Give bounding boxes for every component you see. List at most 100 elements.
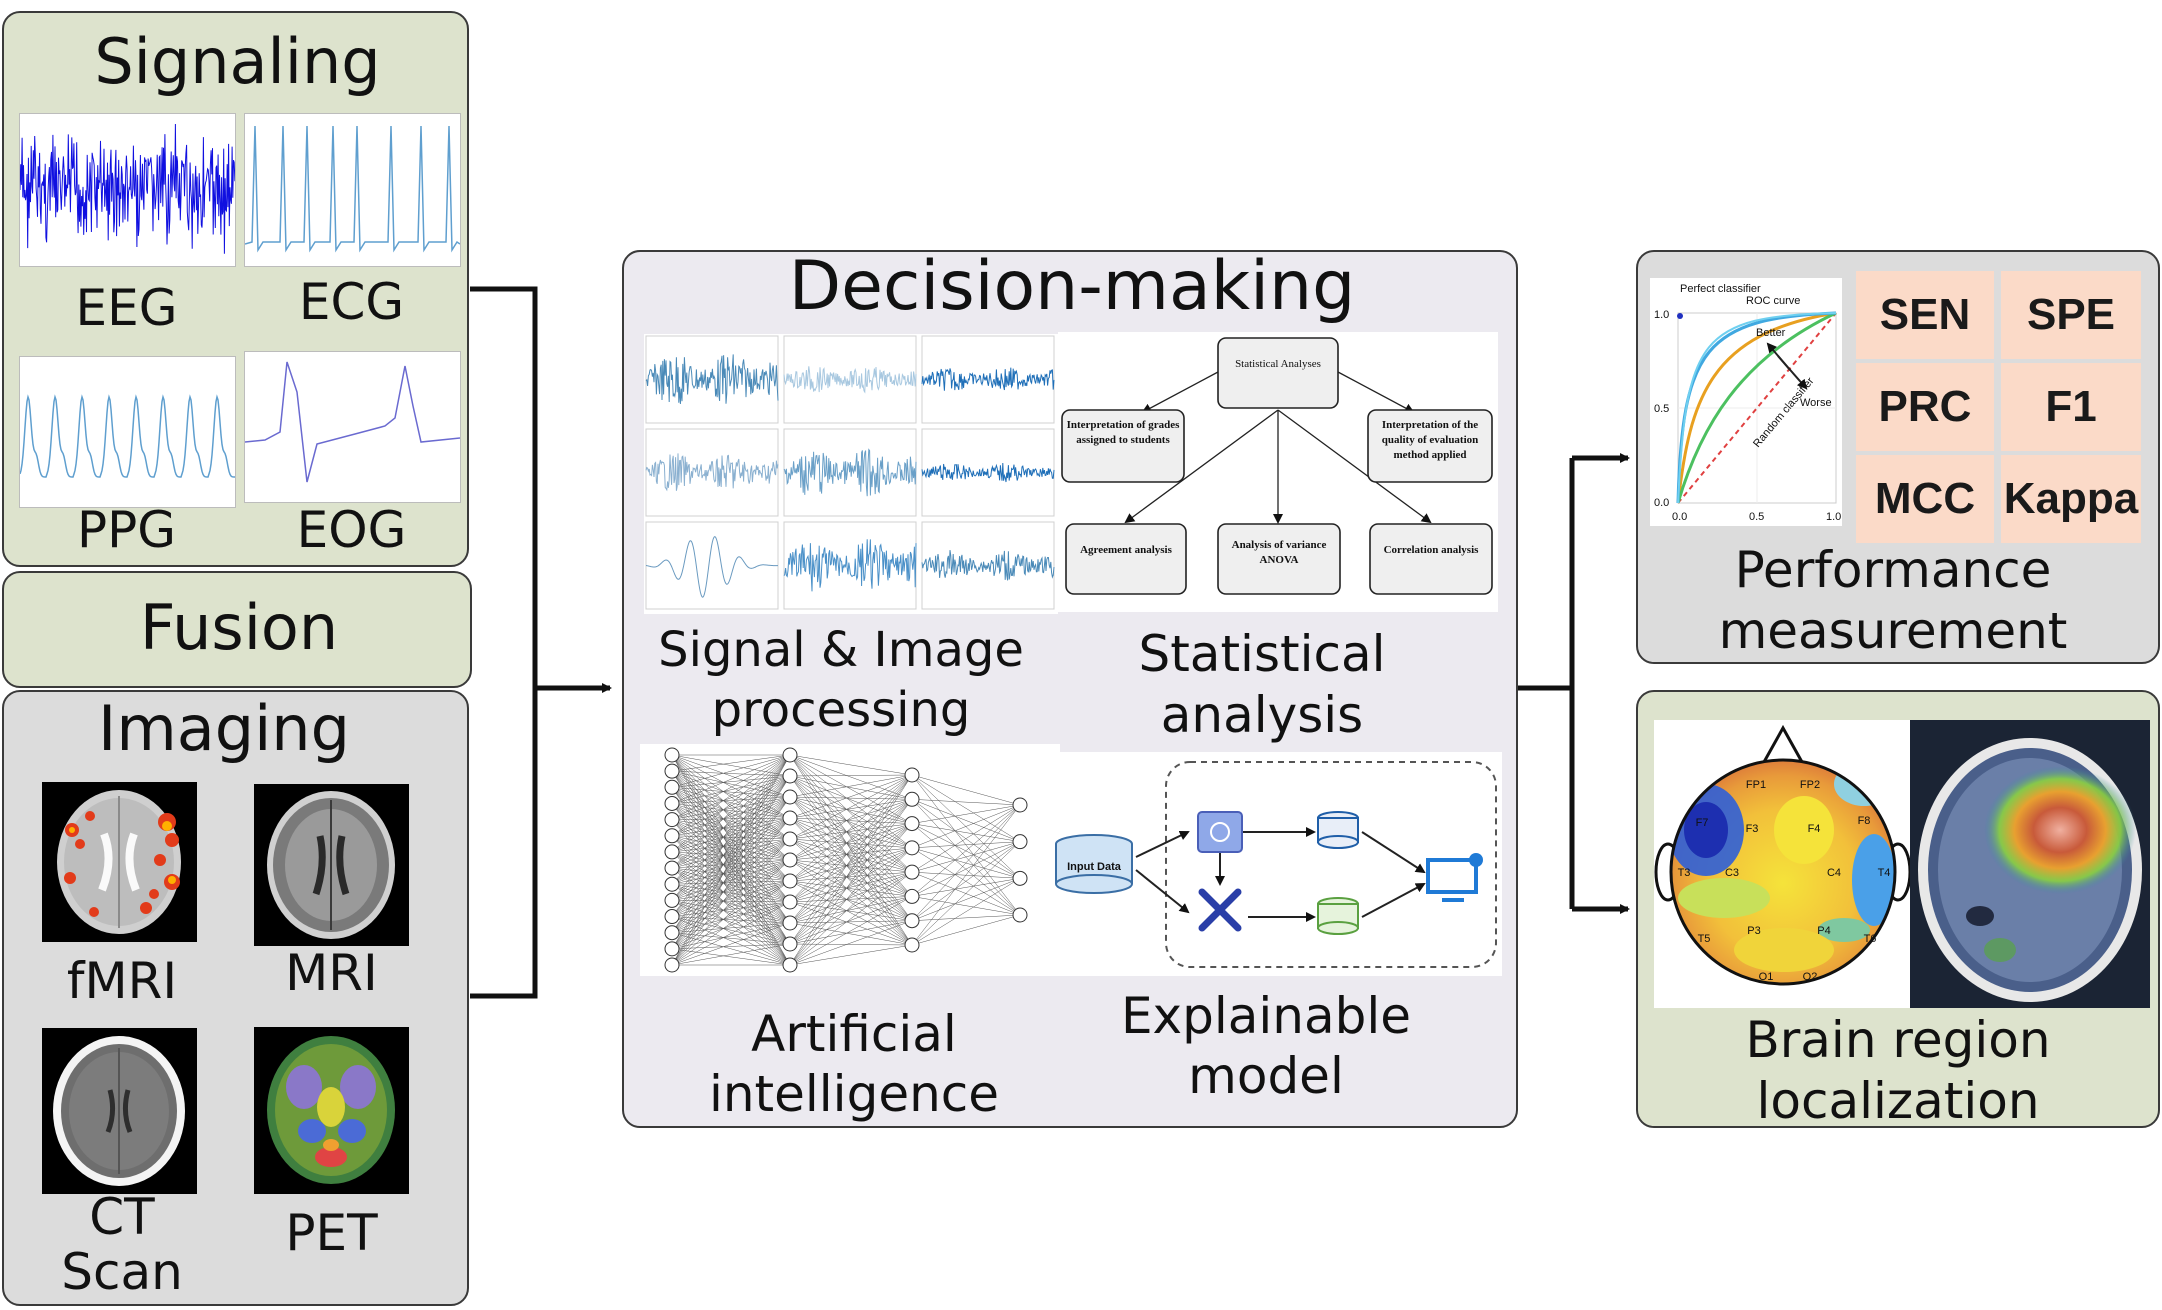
nn-edge	[911, 804, 1021, 897]
nn-edge	[671, 819, 791, 924]
nn-edge	[671, 835, 791, 945]
nn-edge	[789, 871, 913, 945]
nn-edge	[911, 878, 1021, 897]
statistical-analysis-diagram: Statistical Analyses Interpretation of g…	[1058, 332, 1498, 612]
nn-edge	[789, 774, 913, 819]
nn-edge	[671, 851, 791, 861]
nn-edge	[671, 817, 791, 885]
nn-edge	[671, 880, 791, 933]
nn-edge	[789, 817, 913, 921]
nn-node	[782, 957, 798, 973]
nn-edge	[671, 787, 791, 882]
nn-node	[782, 768, 798, 784]
nn-edge	[671, 754, 791, 836]
stat-left-mid-text: Interpretation of grades assigned to stu…	[1066, 419, 1180, 446]
nn-edge	[671, 867, 791, 966]
nn-edge	[789, 775, 913, 849]
nn-edge	[671, 796, 791, 837]
nn-edge	[671, 838, 791, 966]
nn-edge	[789, 896, 913, 966]
nn-edge	[671, 775, 791, 901]
nn-edge	[671, 796, 791, 804]
nn-edge	[789, 838, 913, 873]
nn-edge	[789, 754, 913, 800]
artificial-intelligence-label: Artificial intelligence	[708, 1005, 1000, 1123]
nn-edge	[789, 775, 913, 897]
nn-edge	[671, 787, 791, 819]
stat-correlation-text: Correlation analysis	[1383, 544, 1479, 556]
nn-edge	[789, 775, 913, 800]
nn-node	[904, 791, 920, 807]
nn-node	[664, 860, 680, 876]
fmri-scan	[42, 782, 197, 942]
nn-node	[782, 894, 798, 910]
ecg-waveform	[244, 113, 461, 267]
signal-tile-trace-3	[645, 453, 779, 492]
nn-edge	[789, 774, 913, 840]
nn-edge	[789, 901, 913, 921]
nn-edge	[671, 948, 791, 966]
nn-edge	[671, 900, 791, 945]
ppg-label: PPG	[76, 501, 177, 559]
nn-edge	[789, 796, 913, 897]
nn-edge	[789, 847, 913, 861]
nn-edge	[671, 775, 791, 949]
nn-edge	[671, 754, 791, 901]
nn-edge	[671, 835, 791, 903]
nn-edge	[671, 770, 791, 903]
nn-edge	[671, 771, 791, 966]
nn-edge	[789, 847, 913, 924]
nn-edge	[671, 775, 791, 820]
nn-node	[664, 941, 680, 957]
nn-node	[664, 892, 680, 908]
nn-node	[782, 873, 798, 889]
nn-edge	[671, 859, 791, 917]
nn-edge	[671, 835, 791, 840]
nn-edge	[911, 914, 1021, 946]
nn-edge	[671, 867, 791, 882]
metric-f1: F1	[2001, 363, 2141, 451]
nn-node	[904, 888, 920, 904]
nn-edge	[671, 901, 791, 933]
nn-edge	[671, 787, 791, 840]
nn-edge	[789, 796, 913, 873]
nn-node	[664, 779, 680, 795]
nn-edge	[671, 884, 791, 966]
roc-worse-text: Worse	[1800, 397, 1832, 409]
nn-edge	[789, 838, 913, 921]
nn-edge	[789, 754, 913, 873]
nn-edge	[671, 770, 791, 777]
nn-edge	[789, 922, 913, 946]
nn-node	[1012, 907, 1028, 923]
nn-edge	[789, 880, 913, 946]
nn-edge	[789, 871, 913, 924]
nn-edge	[671, 932, 791, 945]
signal-tile-trace-2	[921, 367, 1055, 391]
nn-edge	[789, 880, 913, 921]
nn-edge	[671, 796, 791, 917]
nn-edge	[671, 787, 791, 798]
nn-edge	[789, 775, 913, 824]
nn-edge	[789, 896, 913, 945]
signal-image-processing-label: Signal & Image processing	[658, 622, 1024, 738]
nn-edge	[671, 770, 791, 840]
nn-edge	[671, 851, 791, 945]
ppg-waveform	[19, 356, 236, 508]
nn-edge	[671, 883, 791, 924]
nn-edge	[671, 775, 791, 836]
nn-edge	[671, 819, 791, 966]
nn-edge	[671, 922, 791, 966]
nn-edge	[671, 754, 791, 853]
nn-edge	[671, 754, 791, 820]
nn-edge	[911, 823, 1021, 842]
nn-edge	[671, 775, 791, 853]
signal-tile-trace-5	[921, 462, 1055, 483]
nn-node	[904, 816, 920, 832]
nn-edge	[789, 754, 913, 776]
signal-tile-0	[645, 335, 779, 424]
nn-edge	[789, 847, 913, 966]
explainable-model-diagram: Input Data	[1052, 752, 1502, 976]
nn-edge	[789, 774, 913, 924]
nn-edge	[671, 943, 791, 950]
